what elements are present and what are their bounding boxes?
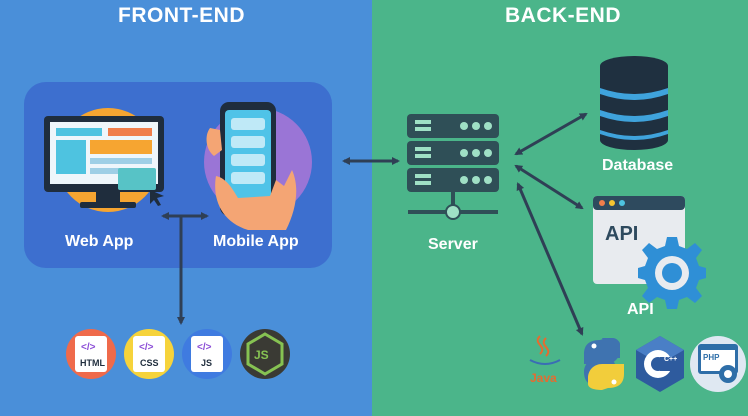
python-icon bbox=[584, 338, 624, 390]
html-label: HTML bbox=[80, 358, 105, 368]
api-label: API bbox=[627, 301, 654, 318]
mobile-app-label: Mobile App bbox=[213, 233, 299, 250]
cplusplus-icon: C++ bbox=[636, 336, 684, 392]
html-icon: </> HTML bbox=[66, 329, 116, 379]
backend-heading: BACK-END bbox=[505, 4, 621, 27]
api-window-text: API bbox=[605, 223, 638, 245]
svg-text:JS: JS bbox=[254, 348, 269, 362]
web-app-label: Web App bbox=[65, 233, 134, 250]
frontend-heading: FRONT-END bbox=[118, 4, 245, 27]
api-window-icon: API bbox=[593, 196, 706, 309]
js-label: JS bbox=[201, 358, 212, 368]
java-icon: Java bbox=[529, 335, 561, 385]
java-label: Java bbox=[530, 371, 557, 385]
connection-arrows bbox=[161, 112, 588, 336]
svg-text:</>: </> bbox=[81, 342, 96, 353]
database-icon bbox=[600, 56, 668, 150]
cpp-label: C++ bbox=[664, 356, 677, 363]
php-icon: PHP bbox=[690, 336, 746, 392]
php-label: PHP bbox=[703, 353, 720, 362]
css-icon: </> CSS bbox=[124, 329, 174, 379]
database-label: Database bbox=[602, 157, 674, 174]
server-icon bbox=[407, 114, 499, 220]
svg-text:</>: </> bbox=[197, 342, 212, 353]
mobile-app-icon bbox=[204, 102, 312, 230]
css-label: CSS bbox=[140, 358, 159, 368]
js-icon: </> JS bbox=[182, 329, 232, 379]
nodejs-icon: JS bbox=[240, 329, 290, 379]
svg-text:</>: </> bbox=[139, 342, 154, 353]
web-app-icon bbox=[44, 108, 164, 212]
server-label: Server bbox=[428, 236, 478, 253]
